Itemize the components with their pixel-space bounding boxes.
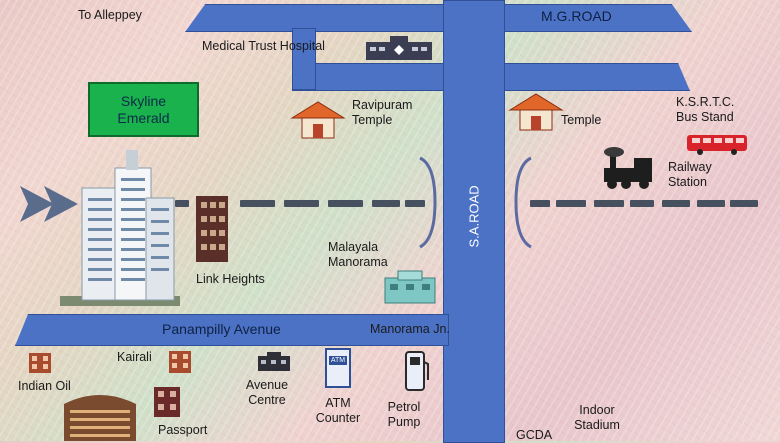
- avenue-centre-label: Avenue Centre: [240, 378, 294, 408]
- sa-road-label: S.A.ROAD: [466, 185, 482, 248]
- avenue-centre-line1: Avenue: [245, 378, 289, 392]
- skyline-emerald-label-box: Skyline Emerald: [88, 82, 199, 137]
- indian-oil-label: Indian Oil: [18, 379, 71, 393]
- railway-station-label: Railway Station: [668, 160, 712, 190]
- to-alleppey-label: To Alleppey: [78, 8, 142, 22]
- passport-label: Passport: [158, 423, 208, 437]
- petrol-pump-label: Petrol Pump: [378, 400, 430, 430]
- skyline-emerald-line2: Emerald: [117, 110, 170, 126]
- bridge-west-icon: [419, 156, 437, 249]
- petrol-line1: Petrol: [387, 400, 421, 414]
- hospital-building-icon: [366, 36, 432, 60]
- ksrtc-line1: K.S.R.T.C.: [676, 95, 735, 109]
- kairali-label: Kairali: [117, 350, 152, 364]
- ravipuram-temple-icon: [290, 101, 346, 139]
- malayala-manorama-label: Malayala Manorama: [328, 240, 388, 270]
- railway-line1: Railway: [668, 160, 712, 174]
- passport-building-icon: [154, 387, 180, 417]
- ravipuram-temple-label: Ravipuram Temple: [352, 98, 412, 128]
- medical-trust-hospital-label: Medical Trust Hospital: [202, 39, 325, 53]
- gcda-label: GCDA: [516, 428, 553, 442]
- avenue-centre-building-icon: [258, 352, 290, 371]
- direction-arrow-icon: [20, 186, 78, 222]
- ksrtc-bus-stand-label: K.S.R.T.C. Bus Stand: [676, 95, 734, 125]
- ravipuram-temple-line2: Temple: [352, 113, 393, 127]
- malayala-manorama-building-icon: [384, 270, 436, 304]
- indoor-stadium-line2: Stadium: [574, 418, 620, 432]
- ravipuram-temple-line1: Ravipuram: [352, 98, 413, 112]
- panampilly-avenue-road: [15, 314, 449, 346]
- atm-line1: ATM: [325, 396, 351, 410]
- mg-road-label: M.G.ROAD: [541, 8, 612, 24]
- hospital-link-road: [292, 28, 316, 90]
- malayala-line2: Manorama: [328, 255, 388, 269]
- malayala-line1: Malayala: [328, 240, 379, 254]
- skyline-emerald-building-icon: [60, 150, 180, 306]
- skyline-emerald-line1: Skyline: [120, 93, 167, 109]
- atm-icon: ATM: [325, 348, 351, 388]
- indoor-stadium-line1: Indoor: [579, 403, 615, 417]
- bridge-east-icon: [514, 156, 532, 249]
- petrol-line2: Pump: [387, 415, 421, 429]
- mg-road: [185, 4, 692, 32]
- temple-label: Temple: [561, 113, 602, 127]
- train-icon: [604, 147, 652, 189]
- highrise-building-icon: [64, 395, 136, 441]
- avenue-centre-line2: Centre: [248, 393, 286, 407]
- atm-sign-label: ATM: [329, 356, 347, 365]
- manorama-jn-label: Manorama Jn.: [370, 322, 450, 336]
- indian-oil-building-icon: [29, 353, 51, 373]
- ksrtc-line2: Bus Stand: [676, 110, 734, 124]
- railway-line2: Station: [668, 175, 707, 189]
- temple-icon: [508, 93, 564, 131]
- indoor-stadium-label: Indoor Stadium: [568, 403, 626, 433]
- atm-line2: Counter: [315, 411, 361, 425]
- petrol-pump-icon: [405, 351, 429, 391]
- panampilly-avenue-label: Panampilly Avenue: [162, 321, 281, 337]
- link-heights-building-icon: [196, 196, 228, 262]
- atm-counter-label: ATM Counter: [308, 396, 368, 426]
- kairali-building-icon: [169, 351, 191, 373]
- bus-icon: [687, 135, 747, 155]
- link-heights-label: Link Heights: [196, 272, 265, 286]
